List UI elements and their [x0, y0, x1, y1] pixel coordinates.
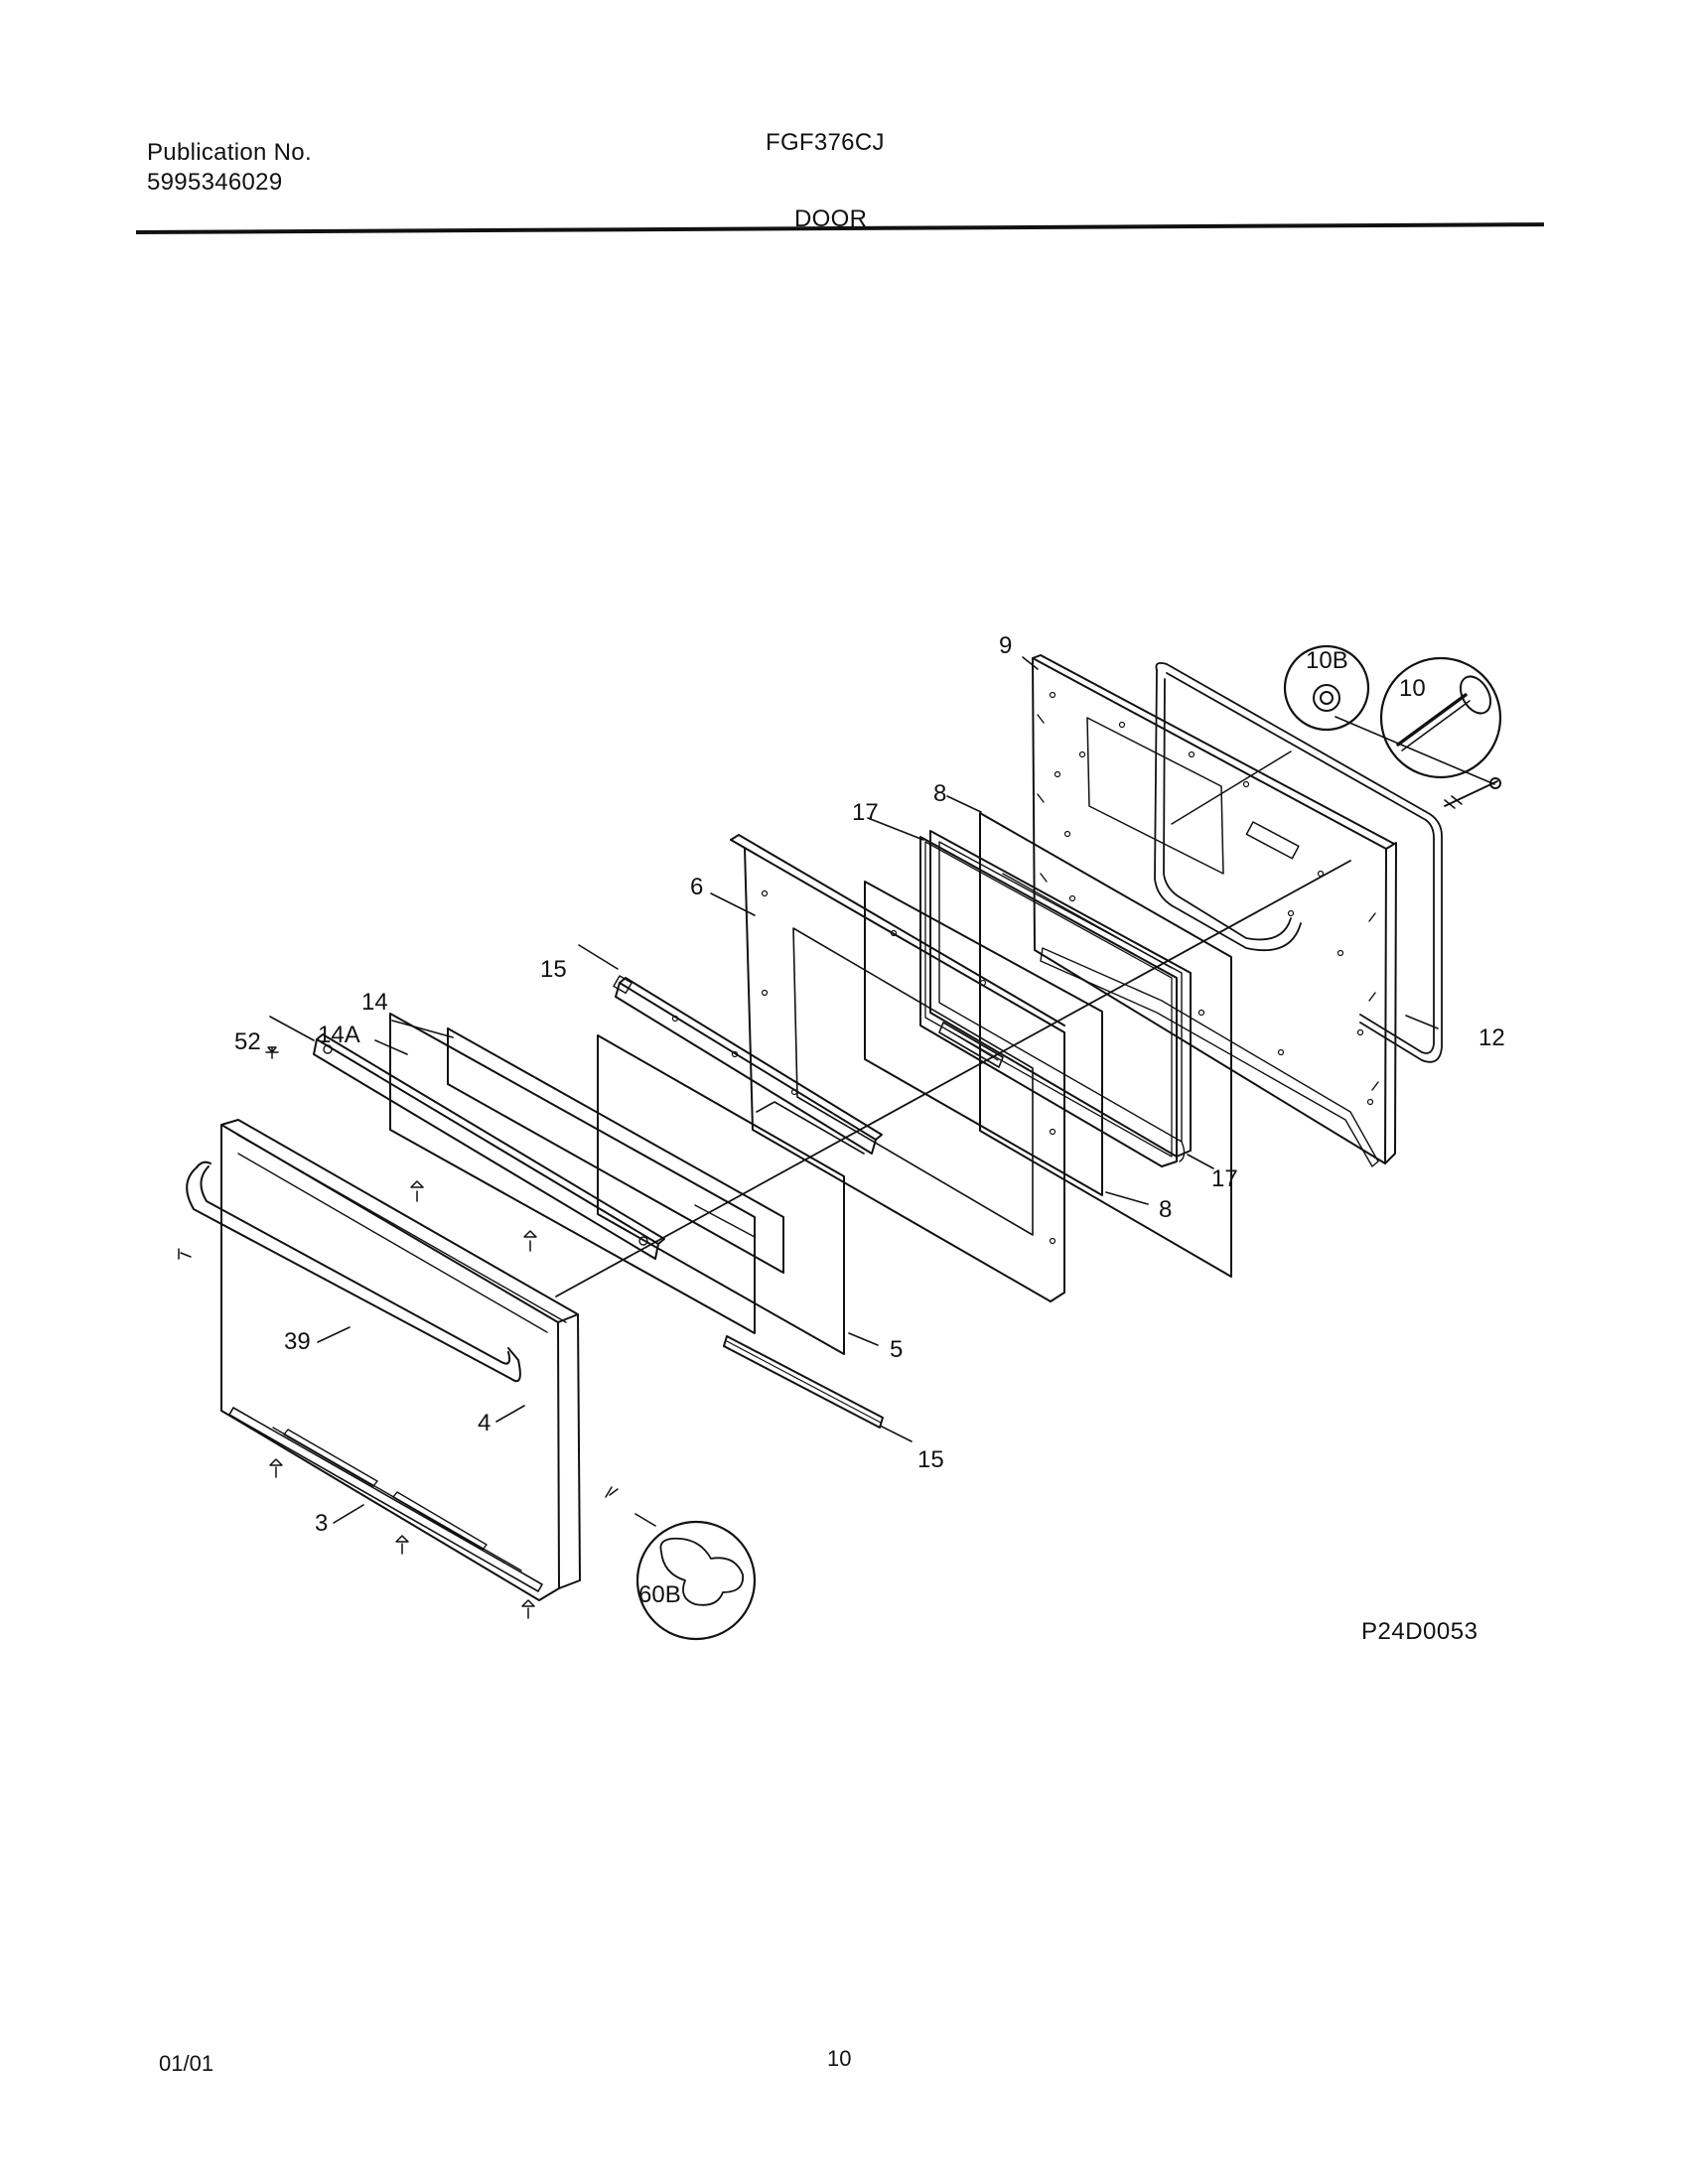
- door-gasket-part-12: [1154, 661, 1443, 1063]
- model-number: FGF376CJ: [766, 129, 885, 156]
- door-trim-part-15-lower: [723, 1335, 884, 1429]
- callout-9: 9: [999, 632, 1013, 659]
- callout-4: 4: [478, 1410, 492, 1436]
- callout-14a: 14A: [318, 1022, 360, 1048]
- hinge-pin-part-10: [1283, 644, 1502, 809]
- publication-number: 5995346029: [147, 169, 283, 196]
- callout-8-lower: 8: [1159, 1196, 1173, 1223]
- screw-icons: [178, 1046, 619, 1619]
- callout-3: 3: [315, 1510, 329, 1537]
- callout-8-upper: 8: [933, 780, 947, 807]
- page-number: 10: [827, 2046, 852, 2071]
- inner-door-frame-part-9: [1032, 654, 1397, 1167]
- callout-39: 39: [284, 1328, 311, 1355]
- callout-15-lower: 15: [917, 1446, 944, 1473]
- callout-6: 6: [690, 874, 704, 900]
- frame-part-17-rear: [929, 830, 1192, 1162]
- publication-label: Publication No.: [147, 139, 312, 166]
- glass-pane-part-8-upper: [979, 812, 1232, 1278]
- callout-14: 14: [361, 989, 388, 1016]
- explosion-axis-line: [555, 860, 1351, 1297]
- glass-pane-part-8-lower: [864, 881, 1103, 1196]
- callout-52: 52: [234, 1028, 261, 1055]
- frame-part-17-front: [919, 836, 1178, 1167]
- drawing-code: P24D0053: [1361, 1618, 1478, 1645]
- leader-lines: [269, 656, 1439, 1527]
- callout-17-upper: 17: [852, 799, 879, 826]
- callout-15-upper: 15: [540, 956, 567, 983]
- keyhole-detail-part-60B: [635, 1520, 757, 1641]
- door-vent-trim-part-3: [178, 1046, 619, 1619]
- glass-retainer-part-52: [313, 1033, 665, 1260]
- glass-pane-part-5: [597, 1034, 845, 1355]
- outer-door-panel-part-4: [220, 1119, 581, 1601]
- callout-10b: 10B: [1306, 647, 1348, 674]
- footer-date: 01/01: [159, 2051, 214, 2076]
- callout-10: 10: [1399, 675, 1426, 702]
- door-handle-part-39: [186, 1160, 521, 1383]
- callout-60b: 60B: [638, 1581, 681, 1608]
- callout-17-lower: 17: [1211, 1165, 1238, 1192]
- callout-5: 5: [890, 1336, 904, 1363]
- callout-12: 12: [1478, 1024, 1505, 1051]
- door-trim-part-15-upper: [613, 975, 883, 1155]
- insulation-part-14: [447, 1027, 784, 1274]
- glass-pane-part-14A: [389, 1013, 756, 1334]
- door-liner-part-6: [730, 834, 1065, 1302]
